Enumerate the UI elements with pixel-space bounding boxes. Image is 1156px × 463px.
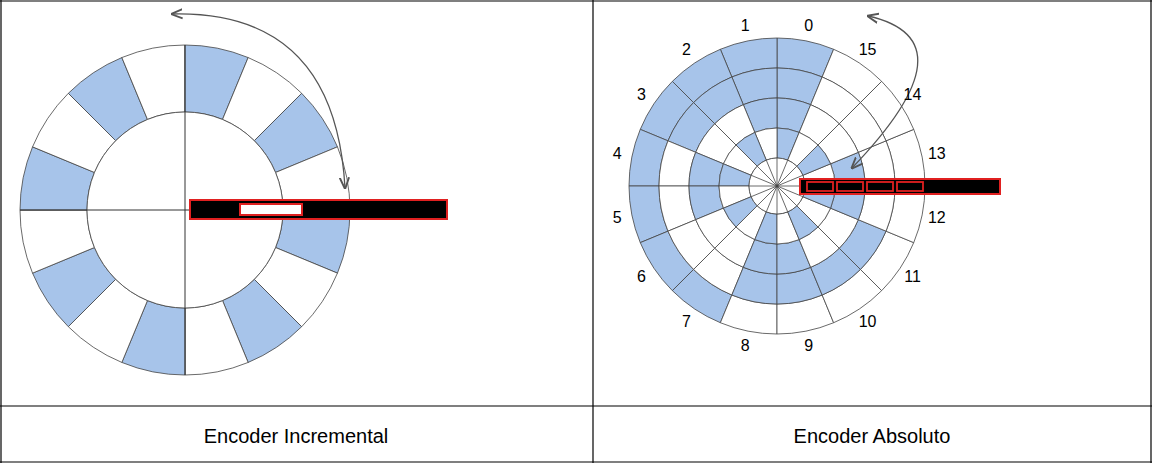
position-number: 12 bbox=[928, 209, 946, 227]
sector-line bbox=[749, 186, 777, 187]
position-number: 2 bbox=[682, 41, 691, 59]
read-head bbox=[807, 182, 833, 191]
disc-segment bbox=[185, 301, 248, 375]
position-number: 11 bbox=[904, 268, 921, 286]
sensor-window bbox=[240, 204, 302, 215]
axis-line bbox=[185, 45, 186, 375]
position-number: 10 bbox=[859, 313, 877, 331]
sector-line bbox=[777, 166, 797, 186]
caption-text: Encoder Incremental bbox=[204, 425, 389, 448]
sector-line bbox=[777, 175, 803, 186]
position-number: 0 bbox=[804, 17, 813, 35]
position-number: 7 bbox=[682, 313, 691, 331]
sector-line bbox=[777, 186, 797, 206]
position-number: 6 bbox=[637, 268, 646, 286]
inner-hub bbox=[749, 158, 805, 214]
code-cell bbox=[719, 164, 751, 186]
sector-line bbox=[766, 160, 777, 186]
sensor-bar bbox=[800, 179, 1000, 194]
position-number: 1 bbox=[741, 17, 750, 35]
position-number: 13 bbox=[928, 145, 946, 163]
caption-text: Encoder Absoluto bbox=[794, 425, 951, 448]
read-head bbox=[867, 182, 893, 191]
position-number: 14 bbox=[904, 86, 922, 104]
rotation-arrow bbox=[172, 14, 345, 188]
sector-line bbox=[757, 166, 777, 186]
incremental-disc bbox=[20, 45, 350, 375]
position-number: 4 bbox=[613, 145, 622, 163]
sector-line bbox=[751, 186, 777, 197]
position-number: 5 bbox=[613, 209, 622, 227]
code-cell bbox=[788, 132, 818, 166]
code-cell bbox=[689, 152, 723, 186]
code-cell bbox=[743, 240, 777, 274]
sector-line bbox=[777, 158, 778, 186]
sector-line bbox=[757, 186, 777, 206]
disc-segment bbox=[20, 210, 94, 273]
disc-segment bbox=[122, 45, 185, 119]
read-head bbox=[837, 182, 863, 191]
code-cell bbox=[755, 212, 777, 244]
position-number: 15 bbox=[859, 41, 877, 59]
sector-line bbox=[777, 186, 778, 214]
position-number: 9 bbox=[804, 337, 813, 355]
read-head bbox=[897, 182, 923, 191]
sector-line bbox=[777, 186, 788, 212]
position-number: 3 bbox=[637, 86, 646, 104]
position-number: 8 bbox=[741, 337, 750, 355]
sensor-bar bbox=[190, 200, 447, 219]
